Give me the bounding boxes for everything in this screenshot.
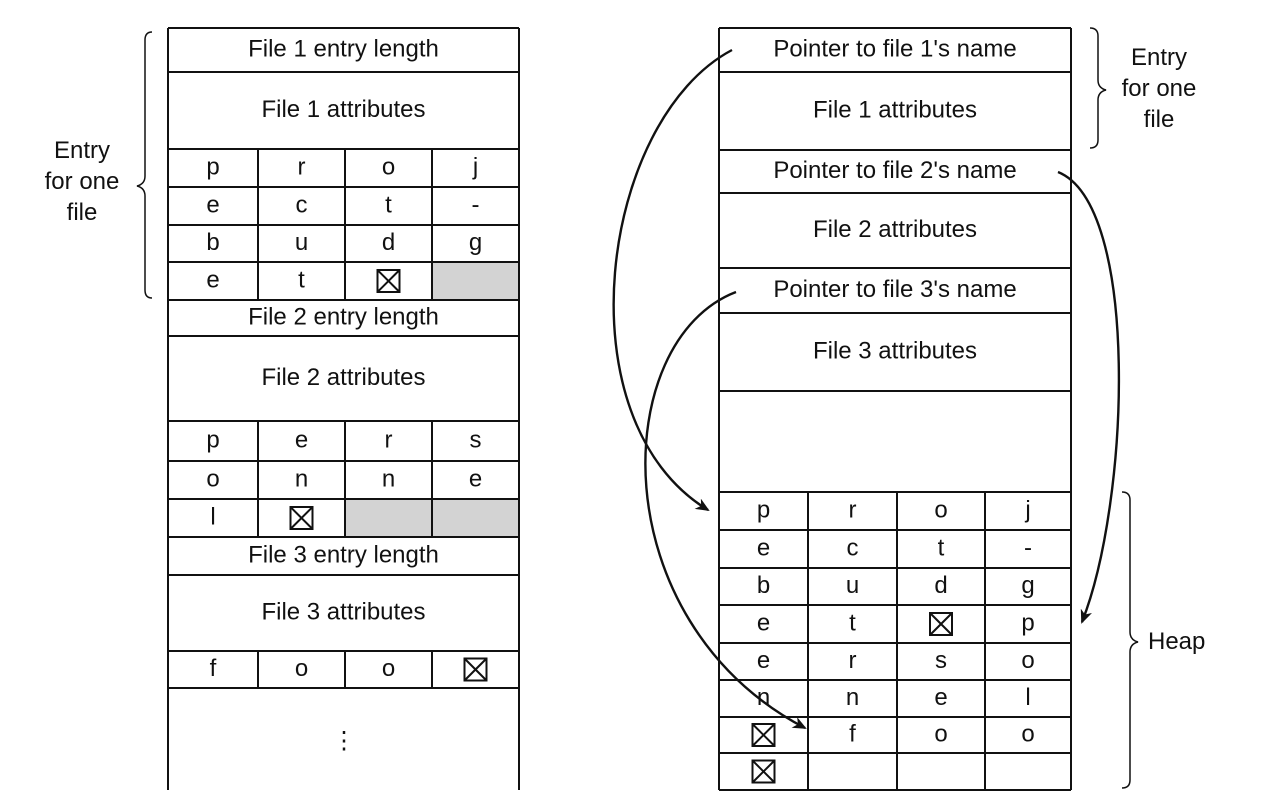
crossed-box-icon (463, 657, 488, 682)
right-row-label: Pointer to file 2's name (773, 157, 1016, 184)
continuation-ellipsis: ⋮ (332, 727, 356, 754)
left-row-5-char: t (298, 266, 305, 293)
heap-brace (1121, 491, 1139, 789)
crossed-box-icon (376, 269, 401, 293)
heap-row-0-char: j (1024, 496, 1030, 523)
right-row-label: File 1 attributes (813, 96, 977, 123)
heap-row-1-char: c (847, 534, 859, 561)
heap-row-6-char: o (1021, 720, 1034, 747)
heap-label: Heap (1148, 628, 1205, 655)
left-row-13-char: o (382, 655, 395, 682)
left-row-label: File 3 entry length (248, 541, 439, 568)
left-row-2-char: o (382, 153, 395, 180)
left-row-8-char: p (206, 426, 219, 453)
left-row-3-char: e (206, 191, 219, 218)
heap-row-2-char: d (934, 572, 947, 599)
padding-cell (431, 261, 520, 301)
left-row-2-char: r (298, 153, 306, 180)
left-row-13-char: f (210, 655, 217, 682)
left-row-4-char: g (469, 229, 482, 256)
heap-row-1-char: - (1024, 534, 1032, 561)
left-row-3-char: c (296, 191, 308, 218)
right-brace-label-1: Entry (1131, 44, 1187, 71)
crossed-box-icon (751, 759, 776, 784)
heap-row-4-char: r (849, 647, 857, 674)
left-row-10-char: l (210, 503, 215, 530)
left-row-label: File 3 attributes (261, 598, 425, 625)
pointer-arrow-file-3 (644, 290, 807, 730)
heap-row-1-char: t (938, 534, 945, 561)
left-brace-label-3: file (67, 199, 98, 226)
heap-row-6-char: f (849, 720, 856, 747)
heap-row-0-char: o (934, 496, 947, 523)
heap-row-0-char: p (757, 496, 770, 523)
left-row-4-char: u (295, 229, 308, 256)
right-row-label: File 3 attributes (813, 337, 977, 364)
left-row-9-char: n (295, 465, 308, 492)
left-row-8-char: r (385, 426, 393, 453)
heap-row-5-char: e (934, 684, 947, 711)
left-row-label: File 1 attributes (261, 96, 425, 123)
heap-row-3-char: t (849, 609, 856, 636)
right-entry-brace (1089, 27, 1107, 149)
heap-row-1-char: e (757, 534, 770, 561)
heap-row-4-char: s (935, 647, 947, 674)
left-row-9-char: o (206, 465, 219, 492)
heap-row-0-char: r (849, 496, 857, 523)
left-row-2-char: j (472, 153, 478, 180)
left-row-9-char: e (469, 465, 482, 492)
left-row-3-char: t (385, 191, 392, 218)
heap-row-3-char: p (1021, 609, 1034, 636)
crossed-box-icon (751, 723, 776, 747)
right-brace-label-3: file (1144, 106, 1175, 133)
left-row-5-char: e (206, 266, 219, 293)
left-brace-label-1: Entry (54, 137, 110, 164)
padding-cell (431, 498, 520, 538)
crossed-box-icon (929, 612, 953, 636)
heap-row-3-char: e (757, 609, 770, 636)
padding-cell (344, 498, 433, 538)
heap-row-4-char: e (757, 647, 770, 674)
left-row-8-char: e (295, 426, 308, 453)
pointer-arrow-file-1 (612, 48, 733, 512)
crossed-box-icon (289, 506, 314, 530)
heap-row-5-char: n (846, 684, 859, 711)
pointer-arrow-file-2 (1057, 170, 1121, 624)
heap-row-2-char: g (1021, 572, 1034, 599)
heap-row-2-char: u (846, 572, 859, 599)
left-row-8-char: s (470, 426, 482, 453)
heap-row-4-char: o (1021, 647, 1034, 674)
left-row-2-char: p (206, 153, 219, 180)
left-row-label: File 1 entry length (248, 35, 439, 62)
heap-row-6-char: o (934, 720, 947, 747)
right-brace-label-2: for one (1122, 75, 1197, 102)
right-row-label: File 2 attributes (813, 216, 977, 243)
left-row-label: File 2 entry length (248, 303, 439, 330)
right-row-label: Pointer to file 1's name (773, 35, 1016, 62)
left-row-3-char: - (472, 191, 480, 218)
heap-row-2-char: b (757, 572, 770, 599)
left-row-13-char: o (295, 655, 308, 682)
left-row-9-char: n (382, 465, 395, 492)
left-brace-label-2: for one (45, 168, 120, 195)
heap-row-5-char: l (1025, 684, 1030, 711)
left-row-4-char: d (382, 229, 395, 256)
right-row-label: Pointer to file 3's name (773, 276, 1016, 303)
left-entry-brace (136, 31, 153, 299)
left-row-label: File 2 attributes (261, 364, 425, 391)
left-row-4-char: b (206, 229, 219, 256)
